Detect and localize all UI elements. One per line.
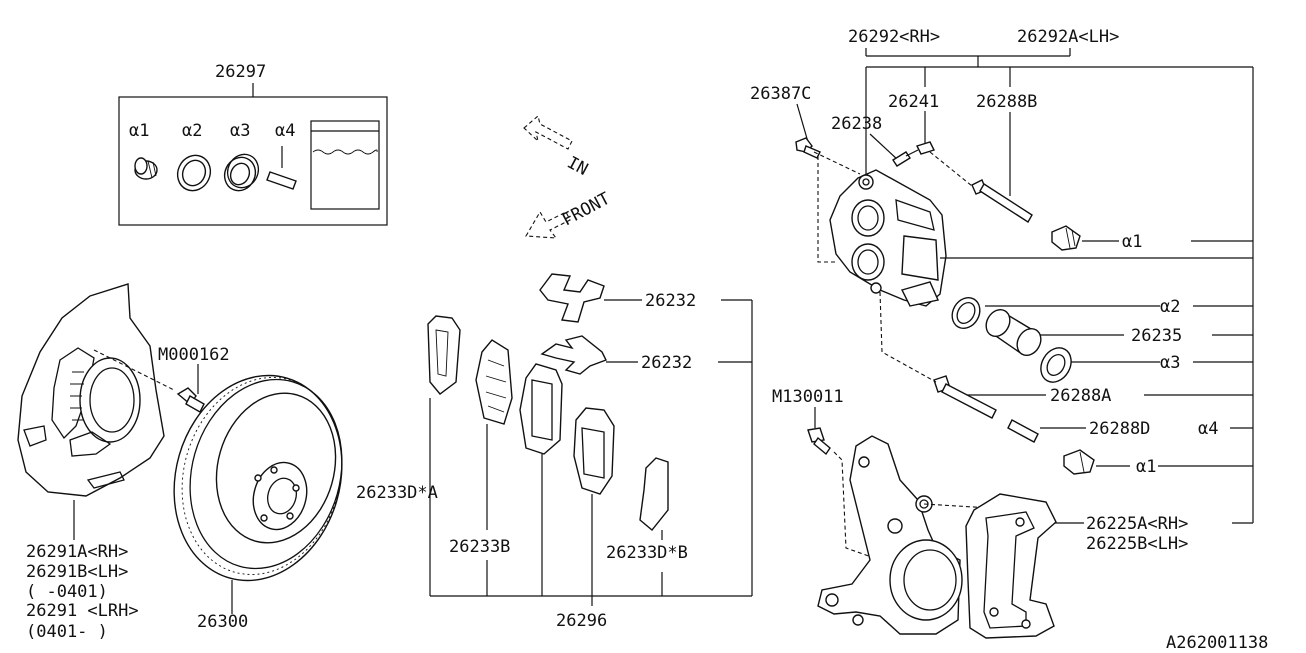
front-arrow-label: FRONT — [559, 189, 614, 231]
in-arrow-label: IN — [564, 153, 591, 180]
right-a4-label: α4 — [1198, 419, 1218, 439]
shim-outer — [427, 315, 461, 395]
dust-seal — [1040, 347, 1072, 383]
right-leader-lines — [940, 240, 1253, 524]
cover-26291b-date: ( -0401) — [26, 582, 108, 602]
caliper-lh-label: 26292A<LH> — [1017, 27, 1119, 47]
in-arrow: IN — [523, 115, 591, 180]
kit-grease-pack-icon — [310, 120, 380, 210]
bolt-26387c-label: 26387C — [750, 84, 811, 104]
clip-bottom-label: 26232 — [641, 353, 692, 373]
brake-pad-outer — [573, 407, 615, 495]
shim-b-label: 26233B — [449, 537, 510, 557]
boot-top — [1051, 225, 1081, 251]
kit-dust-seal-icon — [223, 153, 260, 192]
cover-26291b-label: 26291B<LH> — [26, 562, 128, 582]
bolt-m130011-label: M130011 — [772, 387, 844, 407]
cover-26291a-label: 26291A<RH> — [26, 542, 128, 562]
bolt-26387c — [795, 137, 821, 159]
caliper-rh-label: 26292<RH> — [848, 27, 940, 47]
kit-piston-seal-icon — [176, 154, 212, 192]
caliper-header: 26292<RH> 26292A<LH> — [848, 27, 1254, 523]
part-26238-label: 26238 — [831, 114, 882, 134]
kit-a4-label: α4 — [275, 121, 295, 141]
right-a2-label: α2 — [1160, 297, 1180, 317]
pad-kit-bracket — [429, 398, 752, 606]
seal-kit-group: 26297 α1 α2 α3 α4 — [118, 62, 388, 226]
pad-kit-label: 26296 — [556, 611, 607, 631]
shim-b — [475, 339, 513, 425]
brake-rotor — [173, 374, 343, 582]
part-26241-label: 26241 — [888, 92, 939, 112]
kit-a2-label: α2 — [182, 121, 202, 141]
seal-kit-label: 26297 — [215, 62, 266, 82]
bolt-m130011 — [807, 427, 831, 456]
clip-top — [539, 273, 605, 323]
steering-knuckle — [817, 435, 963, 635]
cover-26291-label: 26291 <LRH> — [26, 601, 139, 621]
pin-26288d-label: 26288D — [1089, 419, 1150, 439]
pin-26288d — [1007, 419, 1039, 443]
kit-boot-icon — [134, 157, 158, 180]
shim-db — [639, 457, 669, 531]
guide-pin-26288b — [971, 179, 1033, 223]
shim-a-label: 26233D*A — [356, 483, 438, 503]
caliper-body — [829, 169, 947, 307]
guide-pin-26288a-label: 26288A — [1050, 386, 1111, 406]
support-26225a-label: 26225A<RH> — [1086, 514, 1188, 534]
kit-pin-icon — [266, 146, 297, 190]
bolt-m000162-label: M000162 — [158, 345, 230, 365]
piston — [985, 308, 1042, 357]
part-26288b-label: 26288B — [976, 92, 1037, 112]
rotor-label: 26300 — [197, 612, 248, 632]
right-a1-bottom-label: α1 — [1136, 457, 1156, 477]
boot-bottom — [1063, 449, 1095, 475]
seal-kit-box — [118, 96, 388, 226]
guide-pin-26288a — [933, 375, 997, 419]
kit-a3-label: α3 — [230, 121, 250, 141]
kit-a1-label: α1 — [129, 121, 149, 141]
caliper-support — [965, 493, 1057, 639]
piston-26235-label: 26235 — [1131, 326, 1182, 346]
bleeder-screw — [892, 141, 935, 167]
piston-seal — [951, 296, 981, 330]
cover-26291-date: (0401- ) — [26, 622, 108, 642]
diagram-id: A262001138 — [1166, 633, 1268, 653]
right-a3-label: α3 — [1160, 353, 1180, 373]
right-a1-top-label: α1 — [1122, 232, 1142, 252]
brake-pad-inner — [519, 363, 563, 455]
bolt-m000162 — [176, 387, 205, 413]
shim-db-label: 26233D*B — [606, 543, 688, 563]
clip-top-label: 26232 — [645, 291, 696, 311]
dust-cover — [17, 283, 165, 497]
front-arrow: FRONT — [525, 189, 614, 239]
clip-bottom — [540, 335, 607, 375]
support-26225b-label: 26225B<LH> — [1086, 534, 1188, 554]
